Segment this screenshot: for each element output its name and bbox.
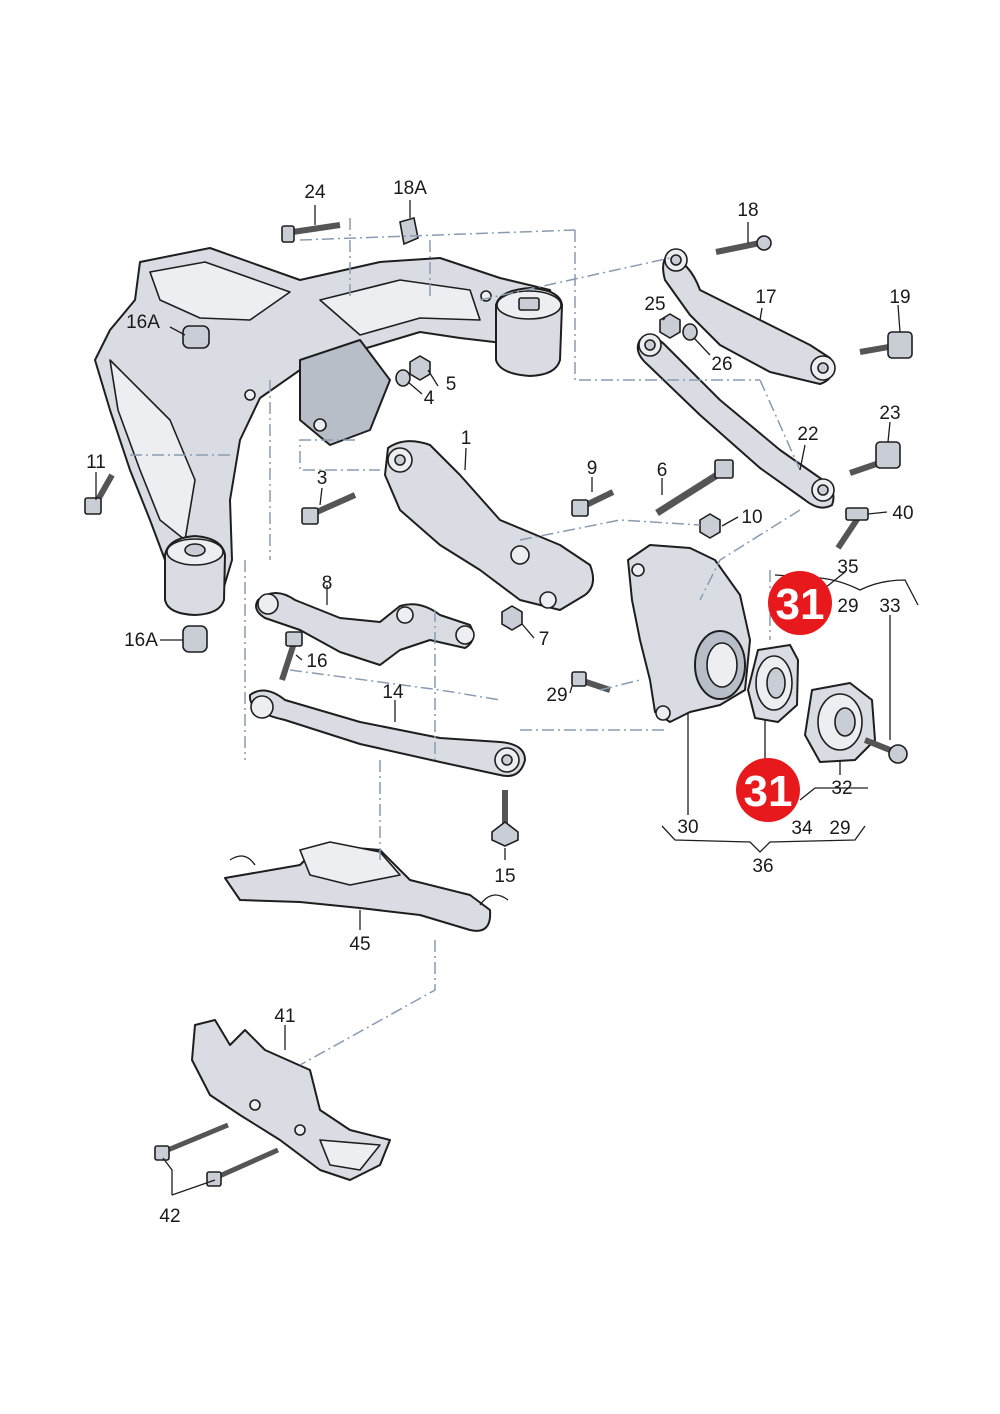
callout-10: 10 (741, 507, 762, 528)
wheel-bearing-housing-30 (627, 544, 751, 723)
callout-15: 15 (494, 866, 515, 887)
highlight-badges: 31 31 (736, 571, 832, 822)
callout-6: 6 (657, 460, 668, 481)
lower-link-14 (248, 689, 526, 777)
callout-16A-top: 16A (126, 312, 160, 333)
callout-14: 14 (382, 682, 404, 703)
callout-11: 11 (86, 452, 106, 473)
callout-32: 32 (831, 778, 852, 799)
callout-3: 3 (317, 468, 328, 489)
assembly-lines (130, 218, 801, 1066)
track-link-22 (636, 333, 835, 509)
callout-18A: 18A (393, 178, 427, 199)
underbody-shield-41 (191, 1019, 391, 1181)
wheel-bearing-31 (747, 644, 799, 723)
bracket-45 (224, 841, 509, 932)
callout-29-bottom: 29 (829, 818, 850, 839)
grouping-braces (661, 574, 919, 853)
highlight-badge-31-lower (736, 758, 800, 822)
callout-26: 26 (711, 354, 732, 375)
callout-17: 17 (755, 287, 776, 308)
control-arm-1 (384, 440, 595, 611)
callout-30: 30 (677, 817, 698, 838)
callout-29-lower: 29 (546, 685, 567, 706)
callout-5: 5 (446, 374, 457, 395)
callout-34: 34 (791, 818, 813, 839)
callout-25: 25 (644, 294, 665, 315)
callout-24: 24 (304, 182, 326, 203)
callout-41: 41 (274, 1006, 295, 1027)
callout-19: 19 (889, 287, 910, 308)
wheel-hub-32 (804, 682, 876, 763)
callout-8: 8 (322, 573, 333, 594)
callout-36: 36 (752, 856, 773, 877)
callout-45: 45 (349, 934, 370, 955)
callout-labels: 24 18A 18 17 19 25 26 16A 5 4 1 22 23 11… (86, 178, 913, 1227)
callout-16: 16 (306, 651, 327, 672)
highlight-badge-31-lower-label: 31 (744, 767, 793, 816)
callout-23: 23 (879, 403, 900, 424)
callout-9: 9 (587, 458, 598, 479)
highlight-badge-31-upper-label: 31 (776, 580, 825, 629)
callout-42: 42 (159, 1206, 180, 1227)
callout-22: 22 (797, 424, 818, 445)
callout-7: 7 (539, 629, 550, 650)
callout-29-upper: 29 (837, 596, 858, 617)
upper-arm-17 (662, 248, 836, 385)
callout-16A-bottom: 16A (124, 630, 158, 651)
callout-35: 35 (837, 557, 858, 578)
camber-arm-8 (255, 592, 475, 666)
callout-18: 18 (737, 200, 758, 221)
callout-40: 40 (892, 503, 913, 524)
callout-1: 1 (461, 428, 472, 449)
rear-subframe (94, 247, 563, 616)
callout-33: 33 (879, 596, 900, 617)
bolts (84, 216, 913, 1187)
highlight-badge-31-upper (768, 571, 832, 635)
callout-4: 4 (424, 388, 435, 409)
